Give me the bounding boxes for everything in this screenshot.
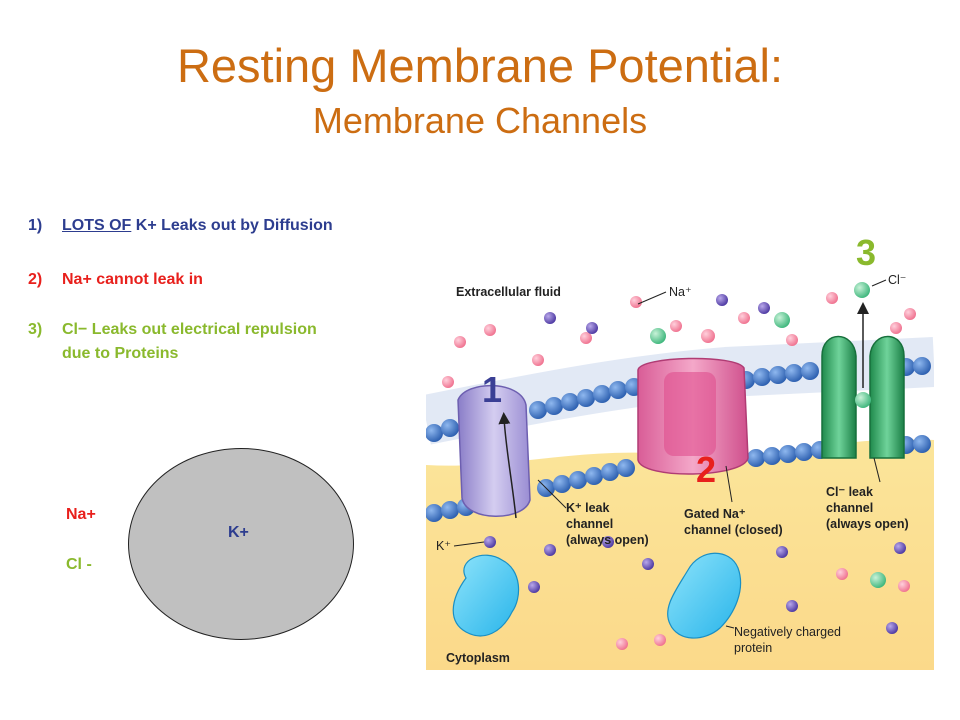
list-text-line2: due to Proteins bbox=[62, 345, 179, 362]
channel-number-3: 3 bbox=[856, 232, 876, 273]
na-ion-label: Na⁺ bbox=[669, 285, 692, 299]
k-channel-label: K⁺ leak channel (always open) bbox=[566, 501, 649, 547]
membrane-channel-figure: Extracellular fluid Na⁺ Cl⁻ K⁺ 1 2 3 K⁺ … bbox=[426, 232, 934, 670]
channel-number-2: 2 bbox=[696, 449, 716, 490]
protein-label: Negatively charged protein bbox=[734, 625, 845, 655]
extracellular-ions bbox=[442, 282, 916, 388]
list-text: Cl− Leaks out electrical repulsion bbox=[62, 321, 317, 338]
na-channel-label: Gated Na⁺ channel (closed) bbox=[684, 507, 783, 537]
cl-leak-channel-right bbox=[869, 335, 905, 459]
list-text-rest: K+ Leaks out by Diffusion bbox=[131, 217, 333, 234]
slide-subtitle: Membrane Channels bbox=[312, 100, 648, 141]
gated-na-channel-gate bbox=[664, 372, 716, 456]
extracellular-label: Extracellular fluid bbox=[456, 285, 561, 299]
negative-protein-right bbox=[667, 552, 742, 639]
k-efflux-arrow bbox=[498, 412, 517, 519]
channel-number-1: 1 bbox=[482, 369, 502, 410]
inside-k-label: K+ bbox=[228, 524, 249, 541]
outside-na-label: Na+ bbox=[66, 506, 96, 523]
cytoplasm-region bbox=[426, 439, 934, 670]
cell-circle bbox=[128, 448, 354, 640]
slide-title: Resting Membrane Potential: bbox=[176, 39, 784, 92]
list-number: 3) bbox=[28, 321, 43, 338]
list-number: 2) bbox=[28, 271, 43, 288]
negative-protein-left bbox=[452, 554, 520, 637]
outside-cl-label: Cl - bbox=[66, 556, 92, 573]
emphasis-text: LOTS OF bbox=[62, 217, 132, 234]
cl-channel-label: Cl⁻ leak channel (always open) bbox=[826, 485, 909, 531]
list-text: LOTS OF K+ Leaks out by Diffusion bbox=[62, 216, 333, 236]
cl-ion-in-channel bbox=[855, 392, 871, 408]
leader-lines bbox=[453, 279, 887, 629]
cl-leak-channel-left bbox=[821, 335, 857, 459]
cytoplasm-label: Cytoplasm bbox=[446, 651, 510, 665]
list-text: Na+ cannot leak in bbox=[62, 271, 203, 288]
list-number: 1) bbox=[28, 217, 43, 234]
k-ion-label: K⁺ bbox=[436, 539, 451, 553]
phospholipid-heads-top bbox=[426, 357, 931, 442]
cl-ion-label: Cl⁻ bbox=[888, 273, 906, 287]
